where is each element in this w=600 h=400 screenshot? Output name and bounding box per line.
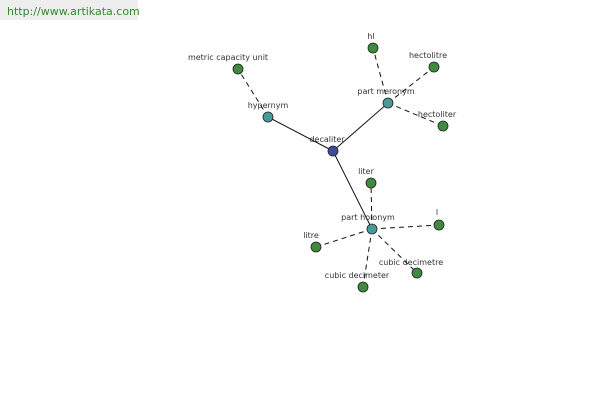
node-litre[interactable] [310,241,322,253]
node-liter[interactable] [365,177,377,189]
edge-part-holonym-liter [370,182,373,230]
edge-hypernym-metric-capacity-unit [237,68,269,118]
node-hypernym[interactable] [262,111,274,123]
node-label-hectoliter[interactable]: hectoliter [418,110,457,119]
node-label-liter[interactable]: liter [358,167,375,176]
node-part-meronym[interactable] [382,97,394,109]
node-label-litre[interactable]: litre [303,231,319,240]
node-label-hl[interactable]: hl [367,32,374,41]
node-label-hypernym[interactable]: hypernym [248,101,289,110]
site-link[interactable]: http://www.artikata.com [7,5,140,18]
node-label-part-holonym[interactable]: part holonym [341,213,395,222]
node-label-hectolitre[interactable]: hectolitre [409,51,447,60]
node-label-metric-capacity-unit[interactable]: metric capacity unit [188,53,268,62]
node-cubic-decimeter[interactable] [357,281,369,293]
edge-part-meronym-hl [372,47,389,104]
node-part-holonym[interactable] [366,223,378,235]
node-decaliter[interactable] [327,145,339,157]
node-label-cubic-decimeter[interactable]: cubic decimeter [325,271,390,280]
edge-part-holonym-cubic-decimetre [371,228,418,274]
edge-part-holonym-cubic-decimeter [362,228,373,288]
node-l[interactable] [433,219,445,231]
node-hl[interactable] [367,42,379,54]
edge-part-holonym-litre [315,228,373,248]
edge-part-meronym-hectolitre [387,66,435,104]
labels-layer: decaliter hypernym part meronym part holony… [188,32,457,280]
node-metric-capacity-unit[interactable] [232,63,244,75]
node-label-cubic-decimetre[interactable]: cubic decimetre [379,258,443,267]
edge-decaliter-part-holonym [332,150,373,230]
edge-part-holonym-l [371,224,440,230]
node-label-l[interactable]: l [436,208,438,217]
node-cubic-decimetre[interactable] [411,267,423,279]
edges-layer [237,47,444,288]
edge-decaliter-part-meronym [332,102,389,152]
edge-part-meronym-hectoliter [387,102,444,127]
header-bar: http://www.artikata.com [0,0,140,20]
node-label-decaliter[interactable]: decaliter [309,135,345,144]
node-label-part-meronym[interactable]: part meronym [357,87,414,96]
nodes-layer [232,42,449,293]
node-hectoliter[interactable] [437,120,449,132]
node-hectolitre[interactable] [428,61,440,73]
edge-decaliter-hypernym [267,116,334,152]
